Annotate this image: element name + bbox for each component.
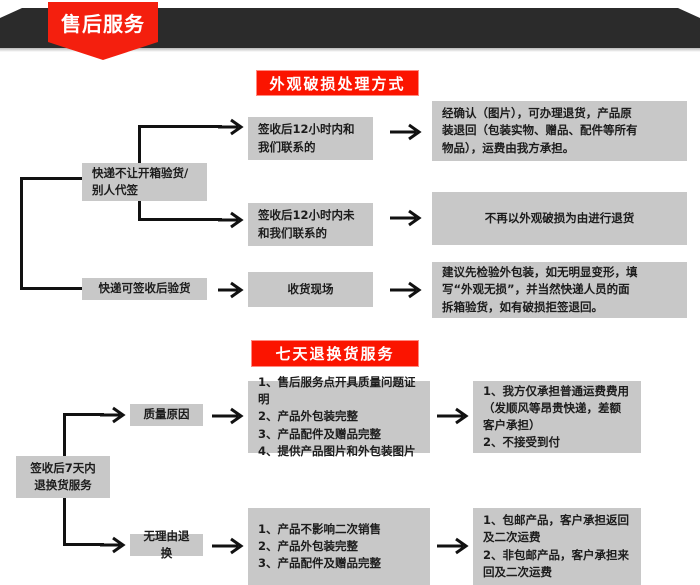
arrow-to-middle-s1-r2 — [218, 211, 246, 229]
section-title-appearance-damage: 外观破损处理方式 — [256, 70, 419, 96]
arrow-to-result-s1-r3 — [390, 281, 424, 299]
flow-box-middle-s2-r1: 1、售后服务点开具质量问题证明 2、产品外包装完整 3、产品配件及赠品完整 4、… — [248, 375, 430, 458]
connector-branch-up-s1 — [138, 125, 141, 163]
connector-branch-down-s2 — [63, 498, 66, 546]
flow-box-result-s2-r1: 1、我方仅承担普通运费费用 （发顺风等昂贵快递，差额 客户承担） 2、不接受到付 — [473, 381, 641, 453]
flow-box-condition-s2-r2: 无理由退换 — [130, 529, 203, 560]
arrow-to-middle-s2-r1 — [212, 407, 246, 425]
arrow-to-middle-s1-r1 — [218, 118, 246, 136]
flow-box-middle-s1-r1: 签收后12小时内和 我们联系的 — [248, 117, 373, 160]
arrow-to-condition-s2-r1 — [100, 406, 128, 424]
arrow-to-middle-s2-r2 — [212, 537, 246, 555]
arrow-to-result-s1-r2 — [390, 209, 424, 227]
arrow-to-result-s2-r2 — [437, 537, 471, 555]
connector-left-vertical-s1 — [20, 177, 23, 290]
flow-box-result-s1-r3: 建议先检验外包装，如无明显变形，填 写“外观无损”，并当然快递人员的面 拆箱验货… — [432, 262, 687, 318]
flow-box-result-s2-r2: 1、包邮产品，客户承担返回 及二次运费 2、非包邮产品，客户承担来 回及二次运费 — [473, 508, 641, 585]
flow-box-middle-s1-r3: 收货现场 — [248, 272, 373, 307]
flow-box-result-s1-r1: 经确认（图片），可办理退货，产品原 装退回（包装实物、赠品、配件等所有 物品），… — [432, 101, 687, 161]
page-header-banner: 售后服务 — [0, 2, 700, 60]
connector-branch-down-h-s2 — [63, 543, 104, 546]
flow-box-condition-s1-r1: 快递不让开箱验货/ 别人代签 — [82, 163, 207, 201]
connector-branch-up-s2 — [63, 413, 66, 456]
connector-branch-down-s1 — [138, 201, 141, 221]
flow-box-condition-s1-r3: 快递可签收后验货 — [82, 278, 207, 300]
flow-box-condition-s2-r1: 质量原因 — [130, 404, 203, 426]
arrow-to-result-s2-r1 — [437, 407, 471, 425]
flow-box-source-s2: 签收后7天内 退换货服务 — [16, 456, 110, 498]
header-bar-shadow — [0, 48, 700, 52]
connector-branch-down-h-s1 — [138, 218, 222, 221]
section-title-seven-day-return: 七天退换货服务 — [251, 340, 419, 367]
header-ribbon-label: 售后服务 — [61, 12, 145, 36]
flow-box-middle-s2-r2: 1、产品不影响二次销售 2、产品外包装完整 3、产品配件及赠品完整 — [248, 508, 430, 585]
arrow-to-condition-s2-r2 — [100, 536, 128, 554]
flow-box-middle-s1-r2: 签收后12小时内未 和我们联系的 — [248, 203, 373, 246]
flow-box-result-s1-r2: 不再以外观破损为由进行退货 — [432, 192, 687, 245]
connector-left-bottom-s1 — [20, 287, 82, 290]
arrow-to-middle-s1-r3 — [218, 281, 246, 299]
connector-left-top-s1 — [20, 177, 82, 180]
connector-branch-up-h-s2 — [63, 413, 104, 416]
arrow-to-result-s1-r1 — [390, 123, 424, 141]
connector-branch-up-h-s1 — [138, 125, 222, 128]
